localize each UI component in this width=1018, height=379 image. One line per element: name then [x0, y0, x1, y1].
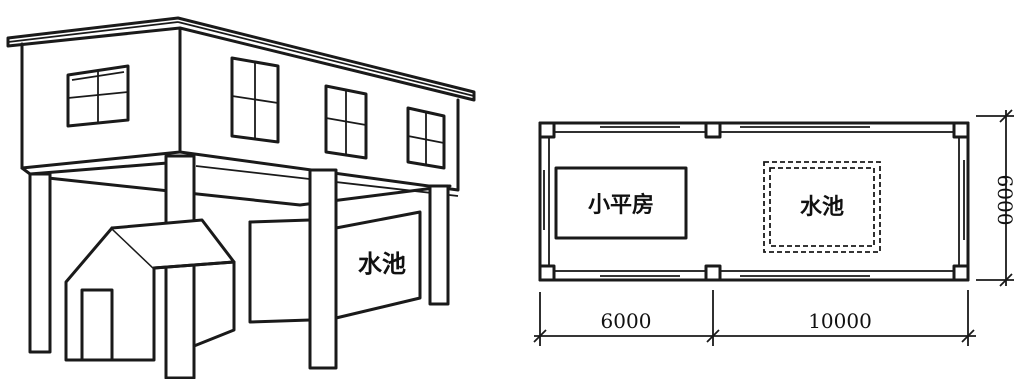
dimension-horizontal: 6000 10000 [533, 290, 976, 346]
column-right [428, 184, 450, 306]
dim-right-label: 10000 [808, 309, 872, 333]
pool-sketch: 水池 [248, 210, 422, 324]
plan-pool-label: 水池 [800, 194, 844, 220]
window-left-wall [66, 64, 130, 128]
plan-walls [538, 121, 970, 282]
plan-small-house: 小平房 [554, 166, 688, 240]
dim-left-label: 6000 [601, 309, 652, 333]
column-middle [308, 168, 338, 370]
plan-small-house-label: 小平房 [588, 192, 654, 218]
dimension-vertical: 6000 [976, 109, 1017, 287]
window-front-3 [406, 106, 446, 170]
window-front-2 [324, 84, 368, 160]
sketch-pool-label: 水池 [358, 249, 406, 278]
roof-slab [6, 16, 476, 102]
building-sketch: 水池 [6, 16, 476, 379]
ground-floor-beams [20, 160, 459, 207]
plan-pool: 水池 [763, 161, 881, 253]
dim-height-label: 6000 [993, 175, 1017, 226]
column-left [28, 172, 52, 354]
plan-window-marks [543, 126, 965, 277]
upper-floor [20, 26, 460, 192]
window-front-1 [230, 56, 280, 144]
small-house-sketch [64, 218, 236, 362]
plan-columns [538, 121, 970, 282]
floor-plan: 小平房 水池 6000 10000 6000 [533, 109, 1017, 346]
